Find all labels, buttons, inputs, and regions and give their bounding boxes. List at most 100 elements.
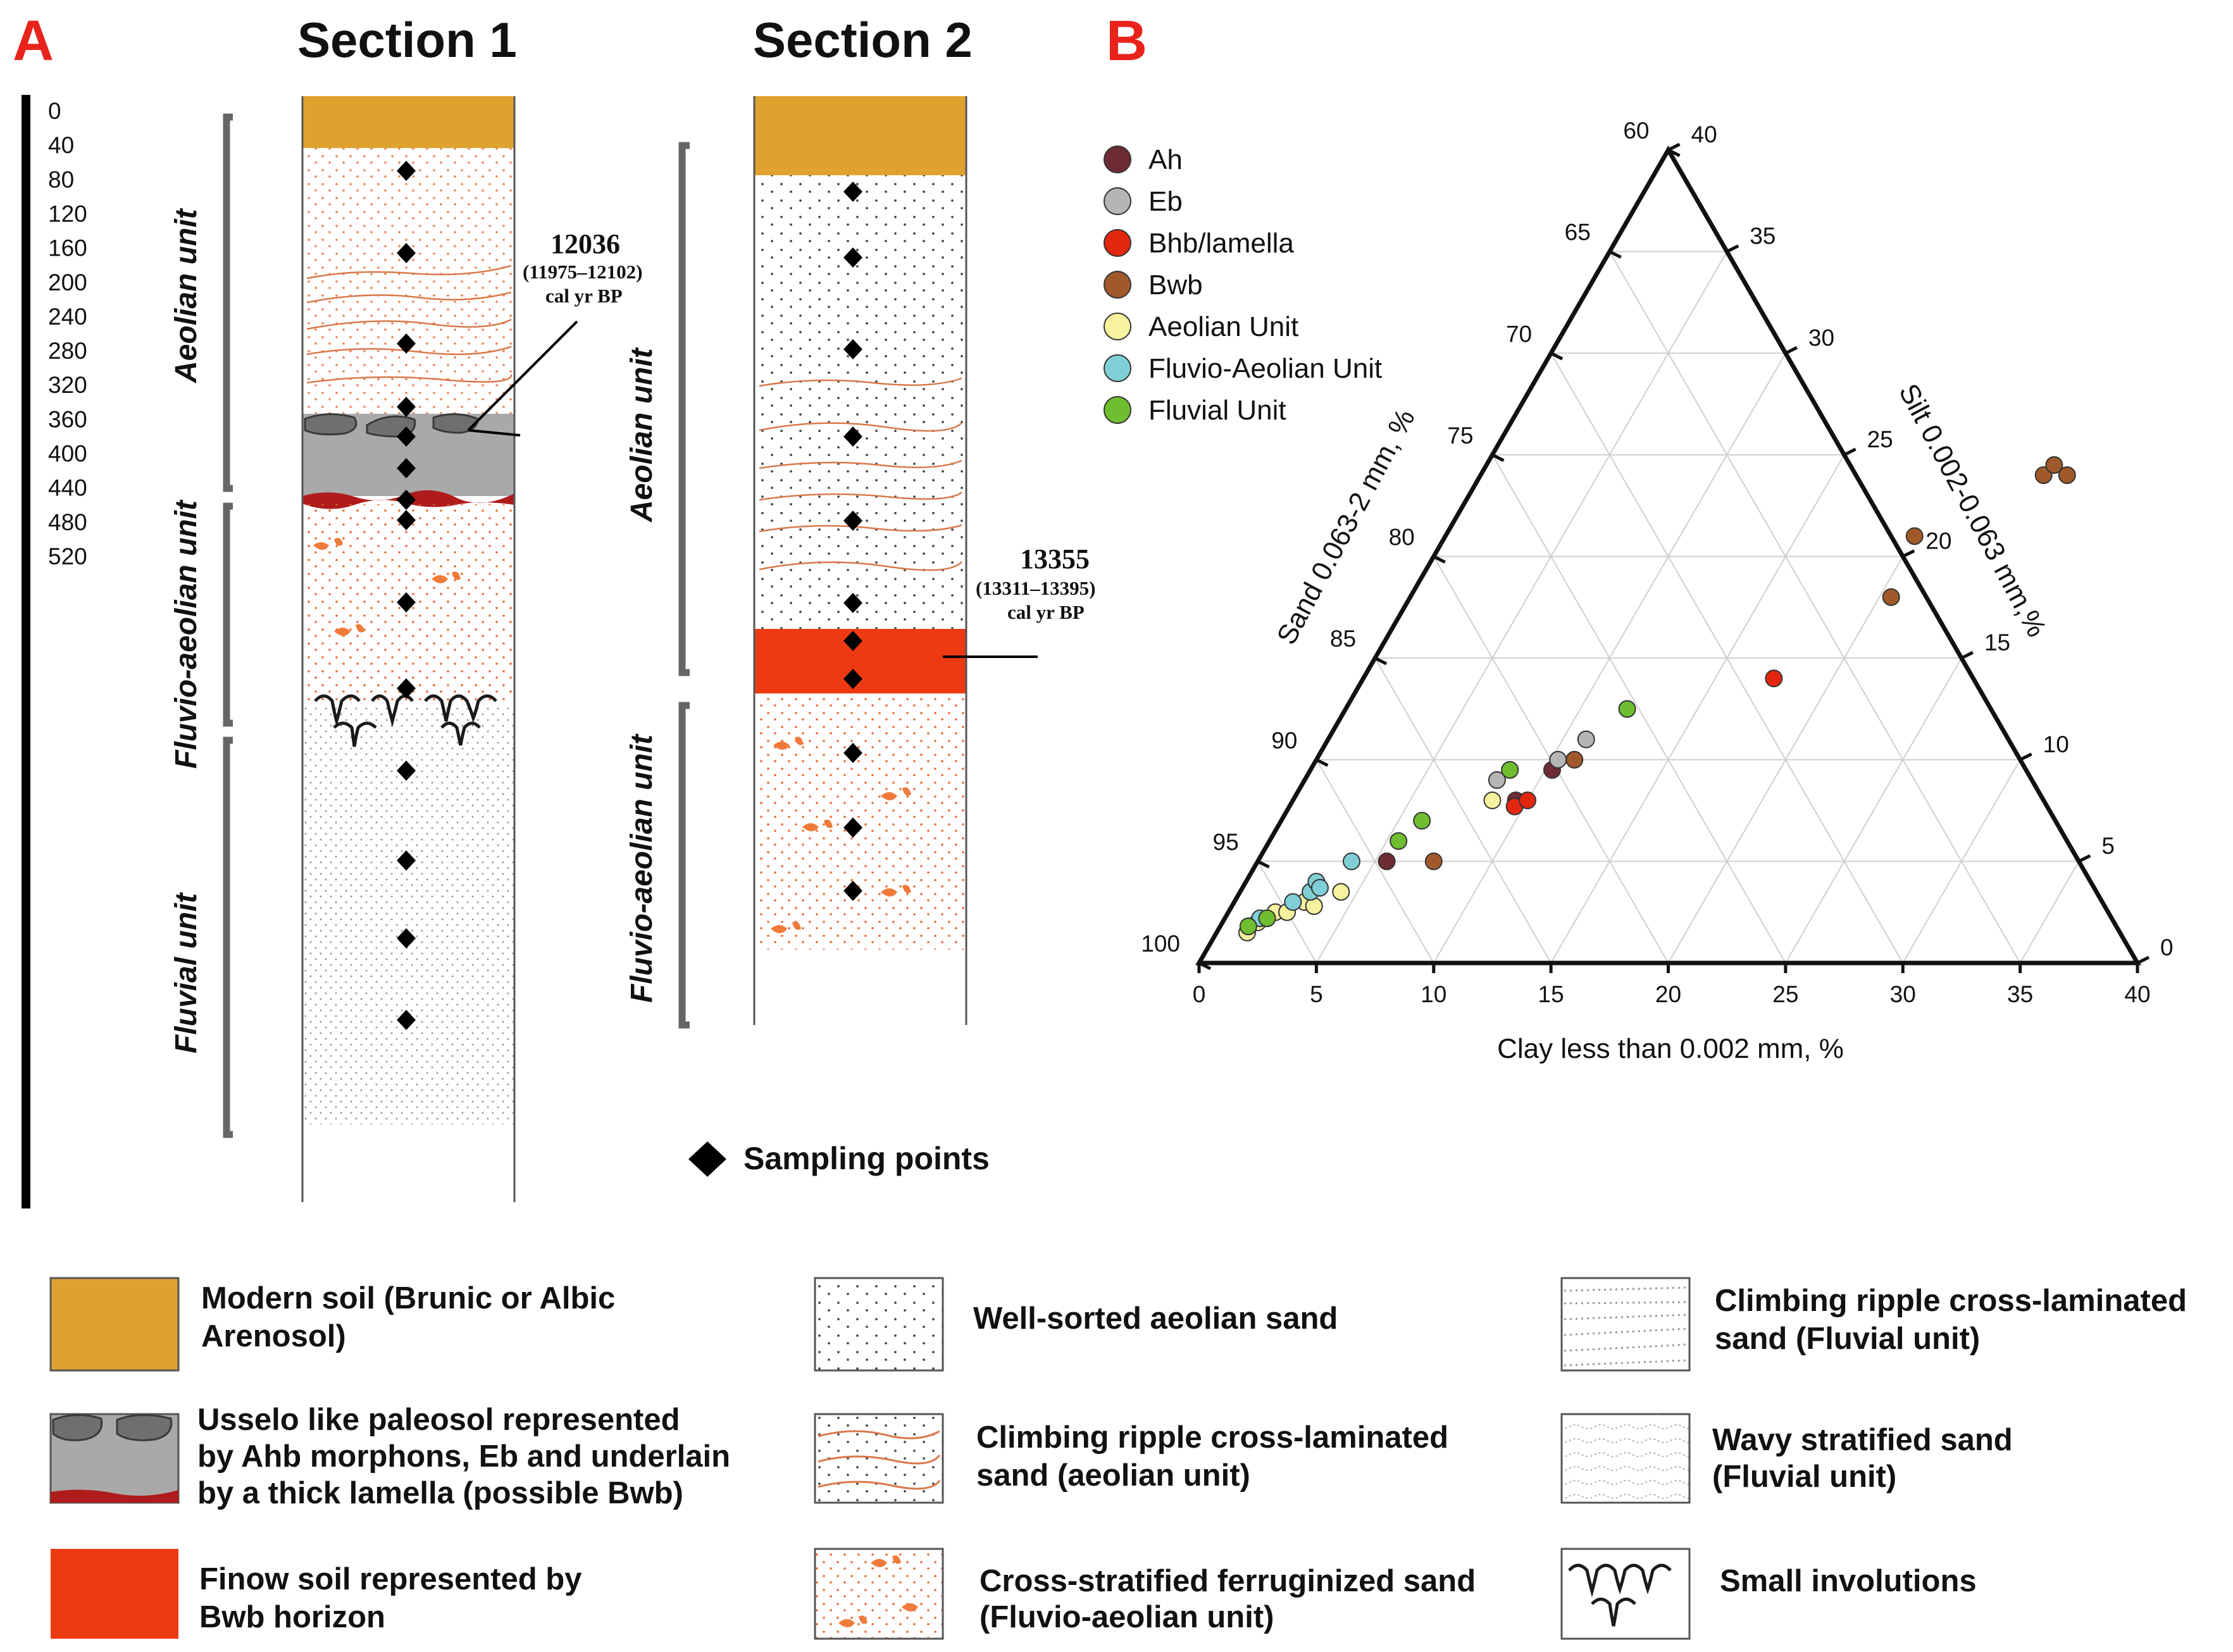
data-point-eb bbox=[1577, 730, 1595, 748]
legend-swatch-ferruginized bbox=[814, 1548, 944, 1640]
legend-text-climbing-fluvial-1: Climbing ripple cross-laminated bbox=[1715, 1284, 2187, 1318]
date1-range: (11975–12102) bbox=[523, 261, 642, 283]
right-axis-tick bbox=[1843, 447, 1857, 457]
ternary-grid bbox=[1257, 251, 2080, 964]
panel-a-label: A bbox=[13, 9, 54, 73]
sampling-point bbox=[843, 631, 862, 651]
depth-label-520: 520 bbox=[48, 543, 87, 569]
sampling-point bbox=[397, 333, 416, 354]
sampling-point bbox=[843, 881, 862, 901]
bottom-axis-title: Clay less than 0.002 mm, % bbox=[1497, 1033, 1844, 1064]
legend-swatch-climbing-aeolian bbox=[814, 1413, 944, 1504]
data-point-eb bbox=[1488, 771, 1506, 789]
sampling-point bbox=[843, 669, 862, 689]
sampling-point bbox=[843, 339, 862, 359]
right-axis-title: Silt 0.002-0.063 mm,% bbox=[1893, 379, 2052, 642]
sampling-point bbox=[397, 426, 416, 447]
legend-text-ferruginized-1: Cross-stratified ferruginized sand bbox=[980, 1564, 1476, 1598]
legend-text-modern-soil-1: Modern soil (Brunic or Albic bbox=[201, 1281, 615, 1315]
legend: Modern soil (Brunic or Albic Arenosol) U… bbox=[49, 1277, 2187, 1640]
data-point-aeolian-unit bbox=[1483, 792, 1502, 809]
section2-column bbox=[753, 96, 967, 1025]
depth-scale-bar bbox=[22, 95, 30, 1208]
section1-involutions bbox=[314, 694, 497, 747]
depth-label-160: 160 bbox=[48, 235, 87, 261]
sampling-point bbox=[397, 490, 416, 510]
depth-label-40: 40 bbox=[48, 132, 74, 158]
legend-swatch-paleosol bbox=[49, 1413, 180, 1504]
sampling-point bbox=[843, 593, 862, 613]
legend-text-paleosol-3: by a thick lamella (possible Bwb) bbox=[197, 1476, 683, 1510]
right-axis-tick bbox=[2019, 752, 2032, 761]
sampling-point bbox=[397, 928, 416, 948]
right-axis-tick-label: 30 bbox=[1808, 325, 1834, 351]
legend-label-bwb: Bwb bbox=[1148, 270, 1203, 301]
left-axis-tick bbox=[1374, 656, 1388, 666]
legend-text-modern-soil-2: Arenosol) bbox=[201, 1319, 346, 1353]
data-point-bwb bbox=[1905, 527, 1924, 545]
sampling-point bbox=[397, 243, 416, 263]
section1-ferruginized-blobs bbox=[313, 538, 461, 636]
legend-marker-fluvio-aeolian-unit bbox=[1104, 354, 1131, 382]
sampling-point bbox=[843, 247, 862, 268]
grid-line-sand bbox=[1550, 352, 1904, 964]
legend-swatch-wavy-fluvial bbox=[1560, 1413, 1691, 1504]
data-point-fluvio-aeolian-unit bbox=[1284, 893, 1302, 911]
left-axis-tick bbox=[1433, 555, 1446, 564]
right-axis-tick bbox=[1726, 244, 1739, 253]
section2-modern-soil bbox=[754, 96, 966, 175]
date1-unit: cal yr BP bbox=[545, 285, 623, 307]
data-point-bwb bbox=[1565, 750, 1584, 769]
data-point-bwb bbox=[1424, 852, 1443, 871]
legend-label-fluvial-unit: Fluvial Unit bbox=[1148, 395, 1286, 426]
section1-unit-fluvial: Fluvial unit bbox=[170, 892, 203, 1053]
right-axis-tick-label: 35 bbox=[1750, 223, 1776, 249]
date2-age: 13355 bbox=[1020, 543, 1090, 574]
data-point-bhb-lamella bbox=[1519, 792, 1537, 809]
legend-swatch-finow bbox=[51, 1549, 178, 1639]
grid-line-clay bbox=[1316, 251, 1728, 964]
grid-line-clay bbox=[1785, 657, 1962, 964]
left-axis-tick-label: 100 bbox=[1141, 931, 1180, 957]
grid-line-sand bbox=[1491, 454, 1786, 964]
section1-ahb-morphons bbox=[304, 413, 479, 438]
section1-title: Section 1 bbox=[297, 12, 517, 68]
section1-unit-fluvio-aeolian: Fluvio-aeolian unit bbox=[170, 499, 203, 769]
bottom-axis-tick-label: 0 bbox=[1193, 981, 1206, 1007]
right-axis-tick bbox=[2078, 854, 2091, 863]
data-point-bhb-lamella bbox=[1765, 669, 1783, 688]
sampling-point bbox=[397, 397, 416, 417]
depth-label-280: 280 bbox=[48, 338, 87, 364]
data-point-fluvial-unit bbox=[1239, 917, 1257, 936]
depth-label-120: 120 bbox=[48, 201, 87, 227]
right-axis-tick bbox=[1902, 549, 1915, 558]
section1-aeolian-sand bbox=[302, 148, 514, 414]
sampling-point bbox=[843, 743, 862, 763]
left-axis-tick bbox=[1667, 148, 1681, 158]
left-axis-tick-label: 70 bbox=[1506, 321, 1532, 347]
data-point-ah bbox=[1378, 852, 1396, 871]
bottom-axis-tick-label: 20 bbox=[1655, 981, 1681, 1007]
legend-text-paleosol-1: Usselo like paleosol represented bbox=[197, 1403, 680, 1437]
legend-marker-ah bbox=[1104, 146, 1131, 173]
date2-unit: cal yr BP bbox=[1007, 601, 1085, 623]
sampling-point bbox=[397, 161, 416, 181]
depth-label-240: 240 bbox=[48, 304, 87, 330]
grid-line-clay bbox=[2019, 860, 2080, 964]
right-axis-tick bbox=[1784, 346, 1798, 355]
sampling-point bbox=[397, 678, 416, 699]
grid-line-clay bbox=[1550, 454, 1845, 964]
left-axis-tick bbox=[1316, 758, 1329, 767]
legend-label-bhb-lamella: Bhb/lamella bbox=[1148, 228, 1294, 259]
sampling-point bbox=[843, 817, 862, 838]
depth-label-0: 0 bbox=[48, 98, 61, 124]
legend-marker-bwb bbox=[1104, 271, 1131, 299]
left-axis-tick bbox=[1198, 961, 1212, 971]
legend-text-aeolian-sand: Well-sorted aeolian sand bbox=[973, 1301, 1338, 1336]
data-point-bwb bbox=[2058, 466, 2076, 484]
legend-text-finow-2: Bwb horizon bbox=[199, 1600, 385, 1634]
right-axis-tick bbox=[2136, 955, 2150, 965]
